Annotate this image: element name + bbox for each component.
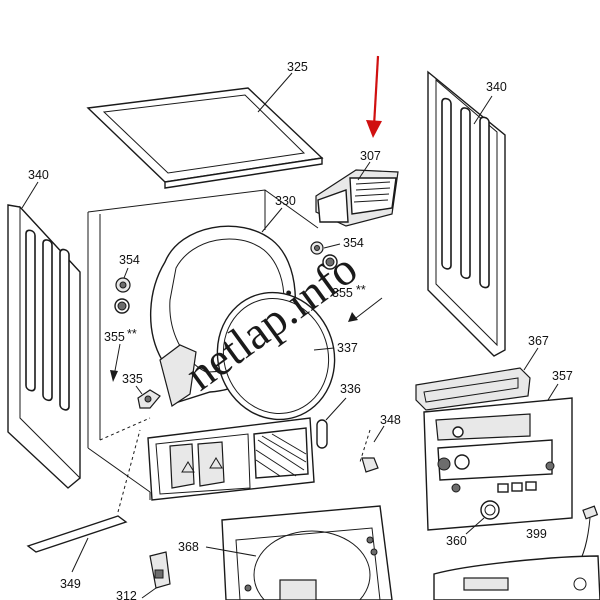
- callout-354-left: 354: [119, 253, 140, 267]
- callout-340-right: 340: [486, 80, 507, 94]
- lint-filter-307: [315, 161, 399, 227]
- cabinet-frame: [87, 189, 319, 500]
- callout-368: 368: [178, 540, 199, 554]
- control-board-357: [423, 383, 573, 531]
- callout-325: 325: [287, 60, 308, 74]
- switch-312: [141, 551, 171, 599]
- callout-355-right-mark: **: [356, 283, 366, 297]
- front-panel: [221, 505, 393, 600]
- top-panel-325: [86, 72, 324, 189]
- callout-336: 336: [340, 382, 361, 396]
- latch-368: [205, 546, 257, 557]
- callout-399: 399: [526, 527, 547, 541]
- callout-357: 357: [552, 369, 573, 383]
- callout-349: 349: [60, 577, 81, 591]
- callout-348: 348: [380, 413, 401, 427]
- bracket-367: [415, 347, 539, 411]
- strip-349: [26, 429, 141, 573]
- grommet-354-left: [114, 267, 131, 314]
- callout-312: 312: [116, 589, 137, 600]
- base-heater-housing: [147, 417, 315, 501]
- callout-307: 307: [360, 149, 381, 163]
- side-panel-left-340: [7, 181, 81, 489]
- pad-336: [316, 397, 347, 449]
- callout-330: 330: [275, 194, 296, 208]
- callout-355-left: 355: [104, 330, 125, 344]
- console-panel: [433, 555, 600, 600]
- callout-355-right: 355: [332, 286, 353, 300]
- red-indicator-arrow: [366, 55, 382, 138]
- knob-360: [465, 500, 500, 535]
- sensor-335: [135, 385, 161, 409]
- arrow-355-right: [348, 297, 383, 322]
- grommet-354-right: [310, 241, 341, 270]
- callout-337: 337: [337, 341, 358, 355]
- callout-360: 360: [446, 534, 467, 548]
- callout-354-right: 354: [343, 236, 364, 250]
- connector-348: [359, 425, 385, 473]
- arrow-355-left: [110, 343, 121, 382]
- door-seal-337: [216, 291, 336, 421]
- callout-335: 335: [122, 372, 143, 386]
- side-panel-right-340: [427, 70, 506, 357]
- callout-367: 367: [528, 334, 549, 348]
- callout-355-left-mark: **: [127, 327, 137, 341]
- callout-340-left: 340: [28, 168, 49, 182]
